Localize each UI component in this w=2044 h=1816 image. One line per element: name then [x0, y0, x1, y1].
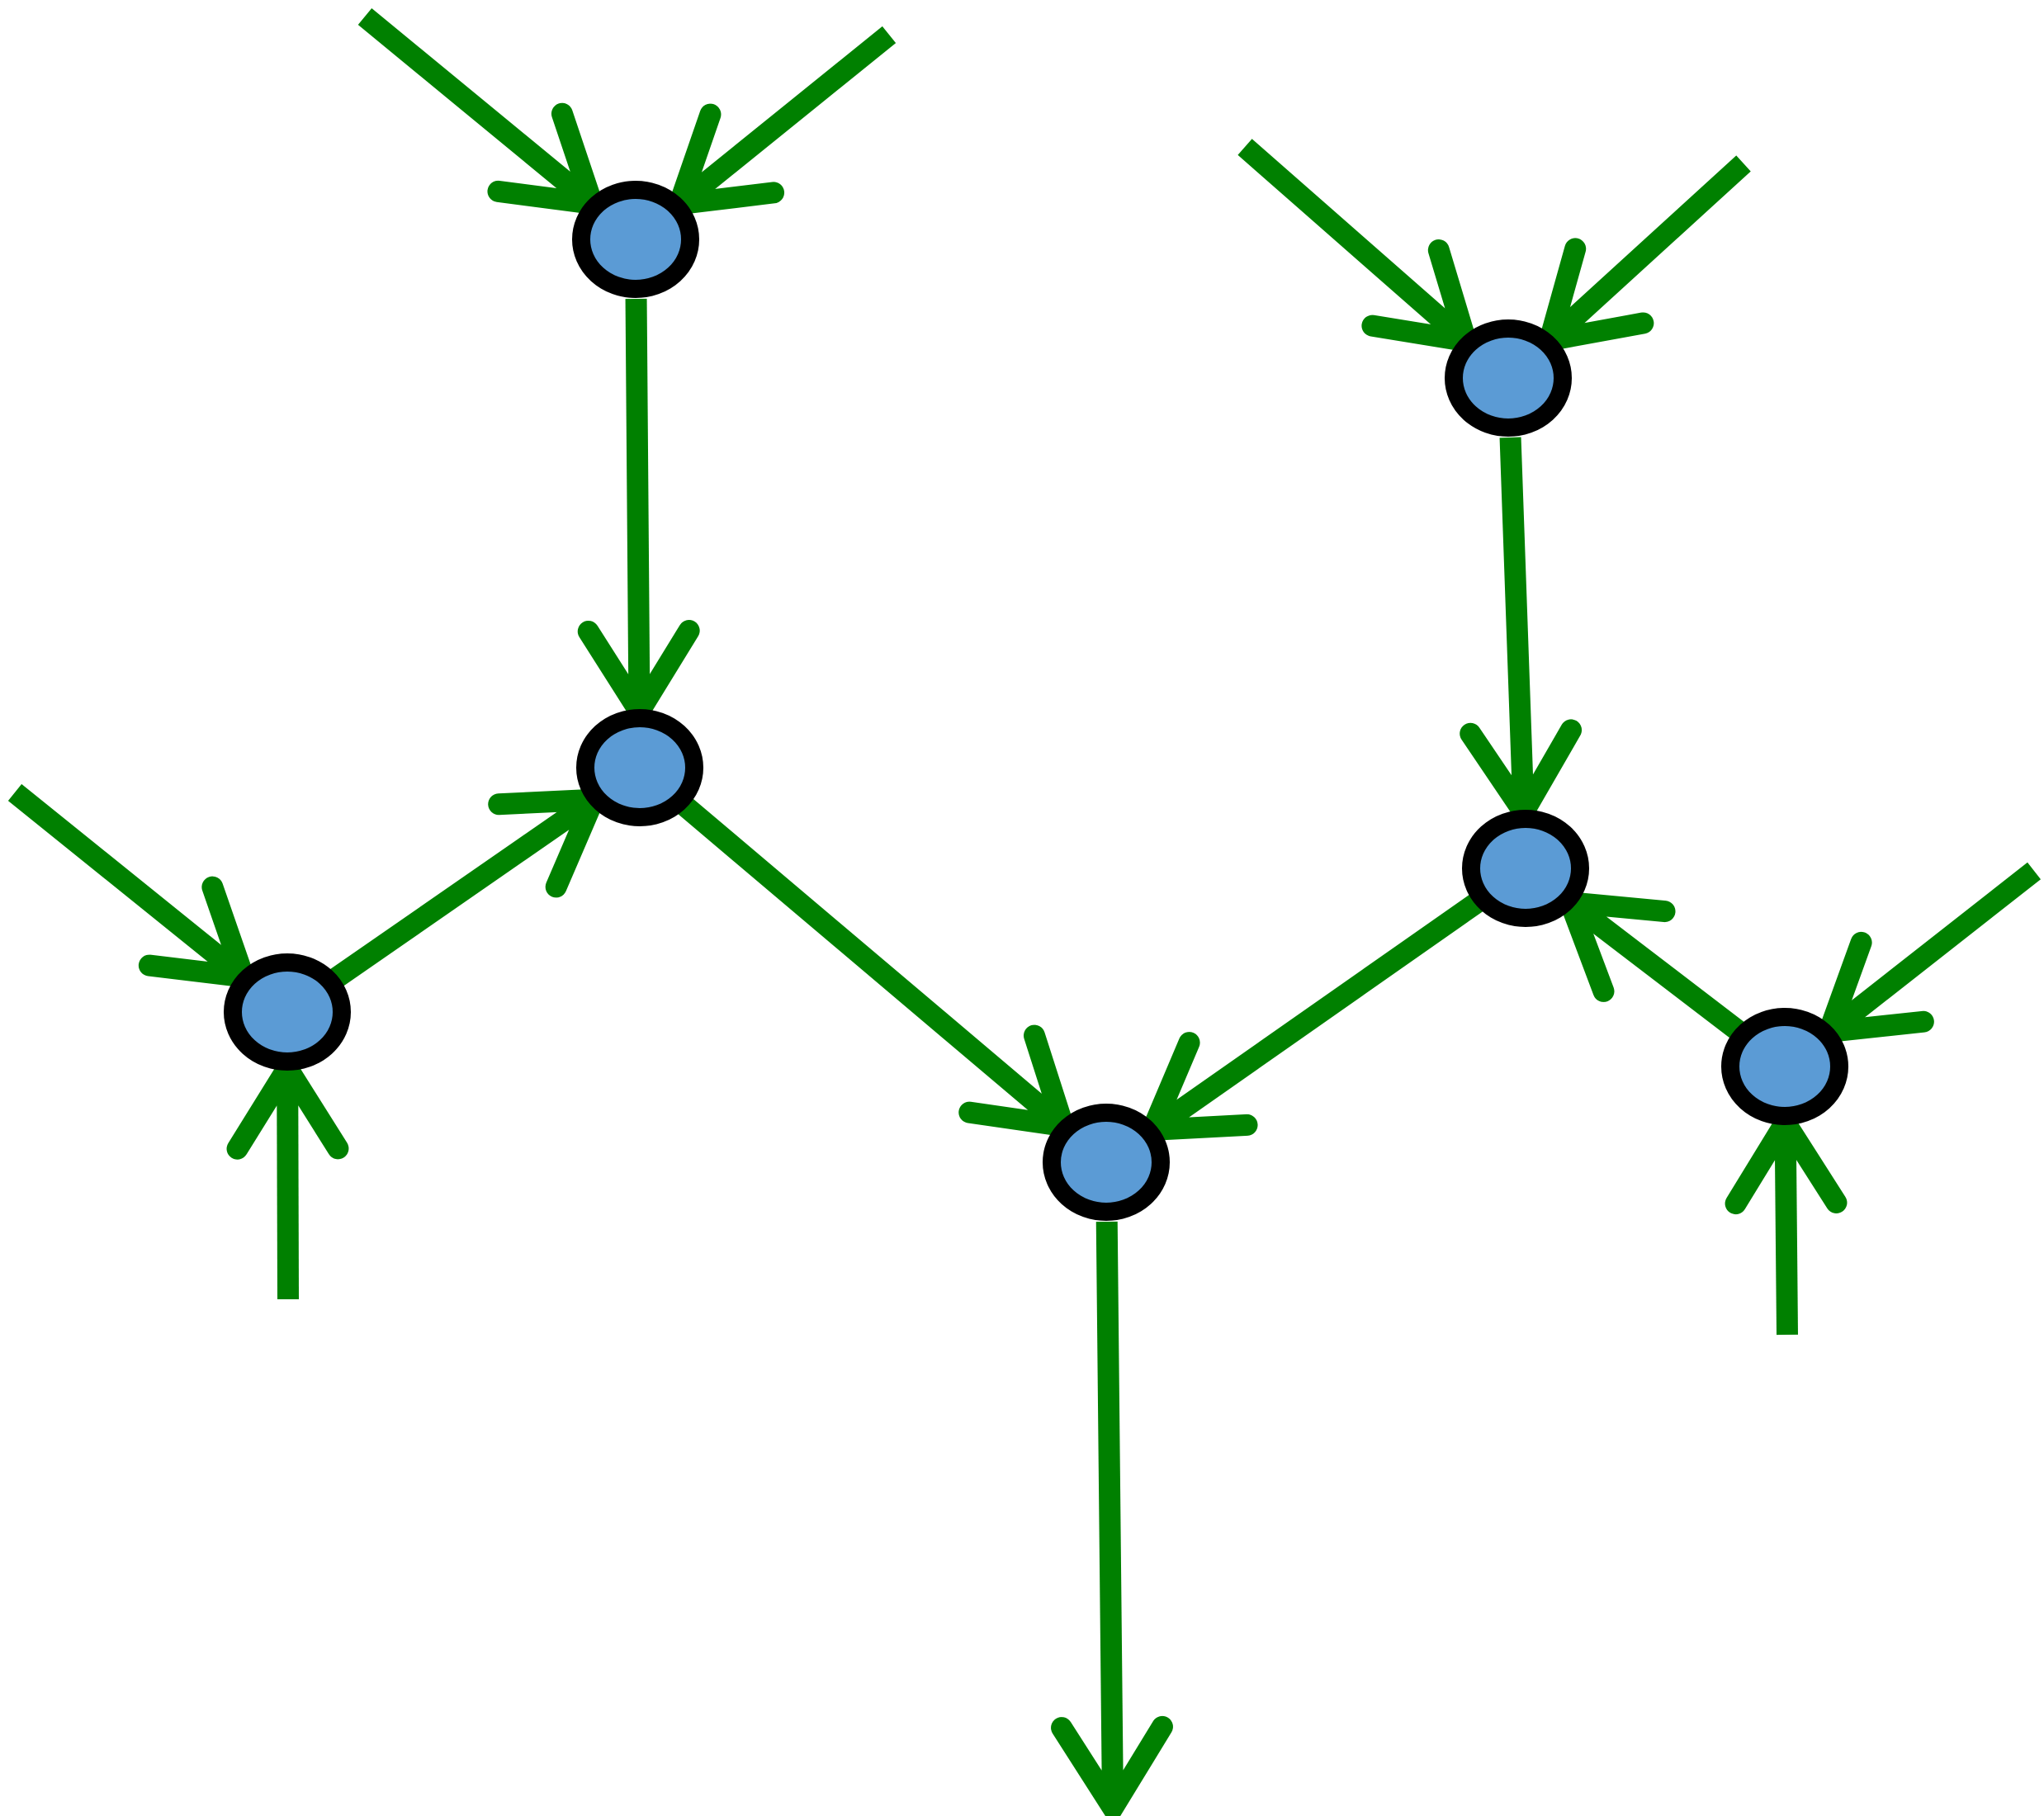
edge-n3-to-n2 [329, 787, 611, 987]
node-n5 [1445, 319, 1572, 437]
edge-n1-to-n2 [577, 298, 700, 732]
edge-line [1570, 899, 1744, 1039]
edge-line [625, 298, 651, 704]
edge-line [1237, 139, 1467, 344]
edge-line [1095, 1221, 1124, 1800]
edge-in-n1-a-to-n1 [357, 7, 608, 217]
arrowhead [1051, 1715, 1173, 1816]
edge-in-n7-a-to-n7 [1813, 862, 2042, 1045]
edge-n6-to-n4 [1135, 893, 1483, 1142]
edge-in-n5-b-to-n5 [1535, 155, 1751, 354]
node-n3 [224, 953, 351, 1071]
edge-in-n3-a-to-n3 [7, 783, 260, 990]
edge-line [1499, 437, 1535, 805]
edge-line [1152, 893, 1483, 1134]
edge-in-n7-b-to-n7 [1725, 1102, 1848, 1336]
edge-in-n3-b-to-n3 [226, 1048, 349, 1300]
edge-line [357, 7, 594, 207]
edge-n7-to-n6 [1554, 890, 1744, 1039]
node-n2 [576, 709, 703, 826]
edge-line [7, 783, 244, 981]
edges-layer [7, 7, 2042, 1816]
node-n6 [1462, 810, 1589, 927]
edge-line [679, 26, 897, 208]
nodes-layer [224, 181, 1848, 1221]
edge-line [277, 1076, 299, 1300]
edge-in-n1-b-to-n1 [663, 26, 897, 217]
node-n7 [1721, 1008, 1848, 1125]
edge-in-n5-a-to-n5 [1237, 139, 1482, 355]
edge-line [1774, 1130, 1798, 1336]
edge-line [329, 795, 594, 987]
edge-line [1829, 862, 2042, 1036]
node-n4 [1043, 1104, 1170, 1221]
edge-n2-to-n4 [678, 797, 1079, 1139]
edge-n5-to-n6 [1460, 437, 1583, 833]
edge-n4-to-out [1051, 1221, 1173, 1816]
edge-line [1548, 155, 1751, 343]
edge-line [678, 797, 1064, 1129]
node-n1 [572, 181, 699, 298]
